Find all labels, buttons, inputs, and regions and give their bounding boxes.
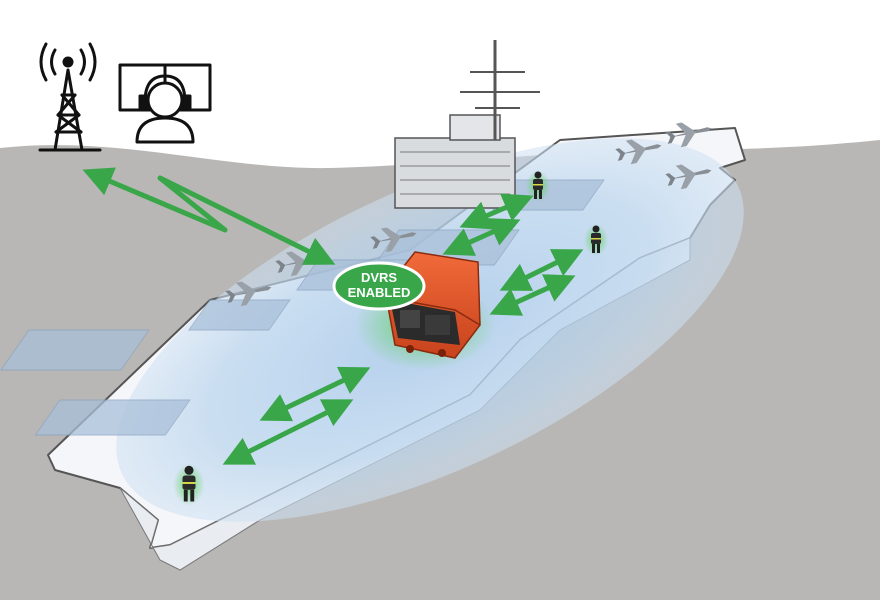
radio-links-group	[82, 167, 584, 465]
firefighter-icon	[526, 170, 550, 202]
dvrs-enabled-badge: DVRS ENABLED	[332, 261, 426, 311]
responders-group	[173, 170, 608, 506]
jet-aircraft-icon	[665, 164, 712, 190]
firefighter-icon	[173, 463, 205, 506]
radio-tower-icon	[38, 42, 102, 152]
link-aft-lower	[489, 274, 576, 316]
badge-line-1: DVRS	[361, 270, 397, 285]
link-bow-lower	[222, 399, 354, 465]
link-tower-to-ship	[82, 167, 336, 265]
link-island-lower	[442, 218, 521, 256]
badge-line-2: ENABLED	[348, 285, 411, 300]
jet-aircraft-icon	[615, 139, 662, 165]
jet-aircraft-icon	[225, 281, 272, 307]
dispatcher-headset-icon	[118, 63, 212, 144]
jet-aircraft-icon	[665, 122, 712, 148]
jet-aircraft-icon	[370, 227, 417, 253]
firefighter-icon	[584, 224, 608, 256]
